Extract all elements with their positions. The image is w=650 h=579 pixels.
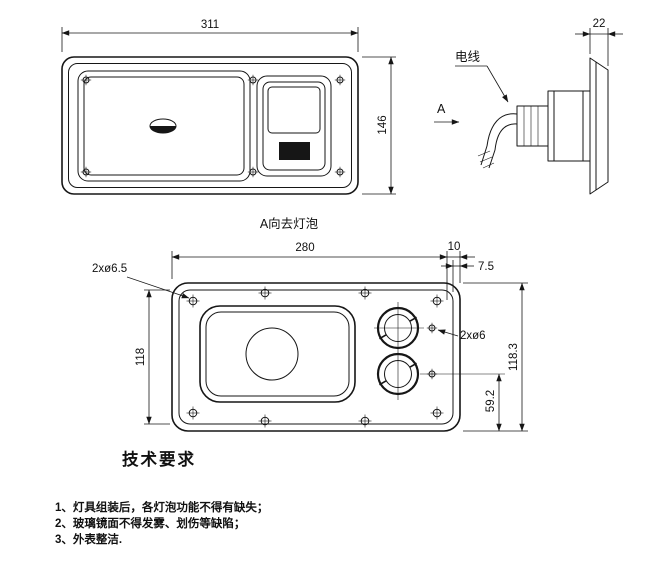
section-label: A [437,102,446,116]
hole-callout-right: 2xø6 [437,329,486,342]
screw-hole [334,166,346,178]
rear-view-title: A向去灯泡 [260,216,319,231]
front-center-emblem-shade [150,126,176,133]
tech-requirements-heading: 技术要求 [122,449,196,469]
hole-label: 2xø6 [460,330,486,342]
rear-outer-frame [171,282,461,432]
tech-note-1: 1、灯具组装后，各灯泡功能不得有缺失； [55,500,268,514]
front-indicator-dark-panel [279,142,310,160]
wire-label: 电线 [455,50,481,64]
screw-hole [80,74,92,86]
screw-hole [186,294,200,308]
front-lens-inner [83,76,245,176]
dim-label: 10 [448,241,461,253]
dim-front-height: 146 [362,56,396,195]
front-indicator-outer [256,75,332,177]
dim-label: 59.2 [485,390,497,412]
tech-note-2: 2、玻璃镜面不得发雾、划伤等缺陷； [55,516,245,530]
dim-label: 118 [135,348,147,366]
dim-rear-offset-7-5: 7.5 [441,260,494,292]
dim-rear-offset-10: 10 [447,241,475,283]
wire-connector [516,105,549,147]
tech-requirements: 技术要求 1、灯具组装后，各灯泡功能不得有缺失； 2、玻璃镜面不得发雾、划伤等缺… [55,449,268,546]
mount-flange [589,57,609,195]
section-arrow: A [434,102,460,125]
side-view: 电线 A 22 [434,18,623,195]
front-outer-frame [61,56,359,195]
dim-label: 146 [377,115,389,134]
dim-depth: 22 [575,18,623,66]
dim-label: 311 [201,19,219,31]
screw-hole [358,414,372,428]
front-view: 311 146 [61,19,396,195]
hole-label: 2xø6.5 [92,263,127,275]
dim-rear-height-left: 118 [135,289,170,425]
dim-label: 22 [593,18,606,30]
screw-hole [334,74,346,86]
wire-callout: 电线 [455,50,509,103]
hole-callout-left: 2xø6.5 [92,263,190,299]
screw-hole [258,414,272,428]
dim-bulb-offset: 59.2 [420,373,505,432]
dim-label: 7.5 [478,261,494,273]
screw-hole [80,166,92,178]
rear-lens-back-outer [199,305,356,403]
screw-hole [430,294,444,308]
dim-label: 280 [295,242,314,254]
bulb-fix-hole [426,322,438,334]
dim-rear-height-right: 118.3 [463,282,528,432]
wire [477,113,518,169]
rear-view: A向去灯泡 280 10 [92,216,528,432]
front-indicator-window [267,86,321,134]
front-inner-frame [68,63,352,188]
screw-hole [430,406,444,420]
rear-center-circle [245,327,299,381]
tech-note-3: 3、外表整洁. [55,532,122,546]
dim-label: 118.3 [508,343,520,371]
screw-hole [358,286,372,300]
front-indicator-inner [262,81,326,171]
screw-hole [258,286,272,300]
rear-inner-frame [178,289,454,425]
dim-front-width: 311 [61,19,359,52]
dim-rear-width: 280 [171,242,448,300]
front-lens-outer [77,70,251,182]
screw-hole [186,406,200,420]
rear-lens-back-inner [205,311,350,397]
